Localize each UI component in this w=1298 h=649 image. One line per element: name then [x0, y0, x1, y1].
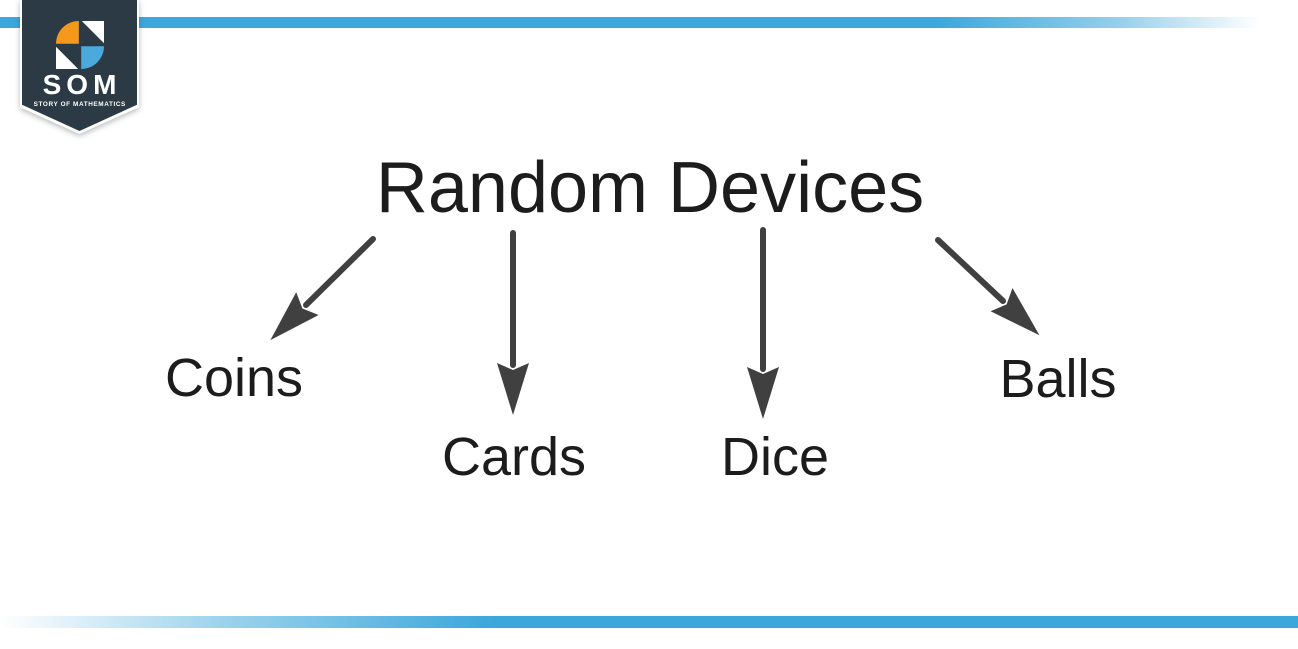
bottom-accent-bar — [0, 616, 1298, 628]
pinwheel-blue-quarter — [80, 46, 104, 69]
node-cards: Cards — [441, 427, 587, 487]
arrow-root-to-coins — [270, 236, 376, 341]
som-logo-badge: SOM STORY OF MATHEMATICS — [20, 0, 139, 134]
node-balls: Balls — [999, 349, 1117, 409]
pinwheel-white-triangle-top — [81, 21, 104, 44]
pinwheel-white-triangle-bottom — [55, 46, 78, 69]
top-accent-bar — [0, 17, 1298, 28]
node-dice: Dice — [720, 427, 830, 487]
pinwheel-orange-quarter — [55, 21, 79, 44]
logo-subtitle: STORY OF MATHEMATICS — [33, 101, 126, 108]
badge-pennant: SOM STORY OF MATHEMATICS — [22, 0, 137, 131]
arrow-root-to-balls — [935, 237, 1040, 336]
logo-title: SOM — [42, 69, 122, 100]
diagram-root-title: Random Devices — [375, 148, 925, 228]
som-pinwheel-icon — [55, 21, 104, 69]
node-coins: Coins — [164, 348, 304, 408]
